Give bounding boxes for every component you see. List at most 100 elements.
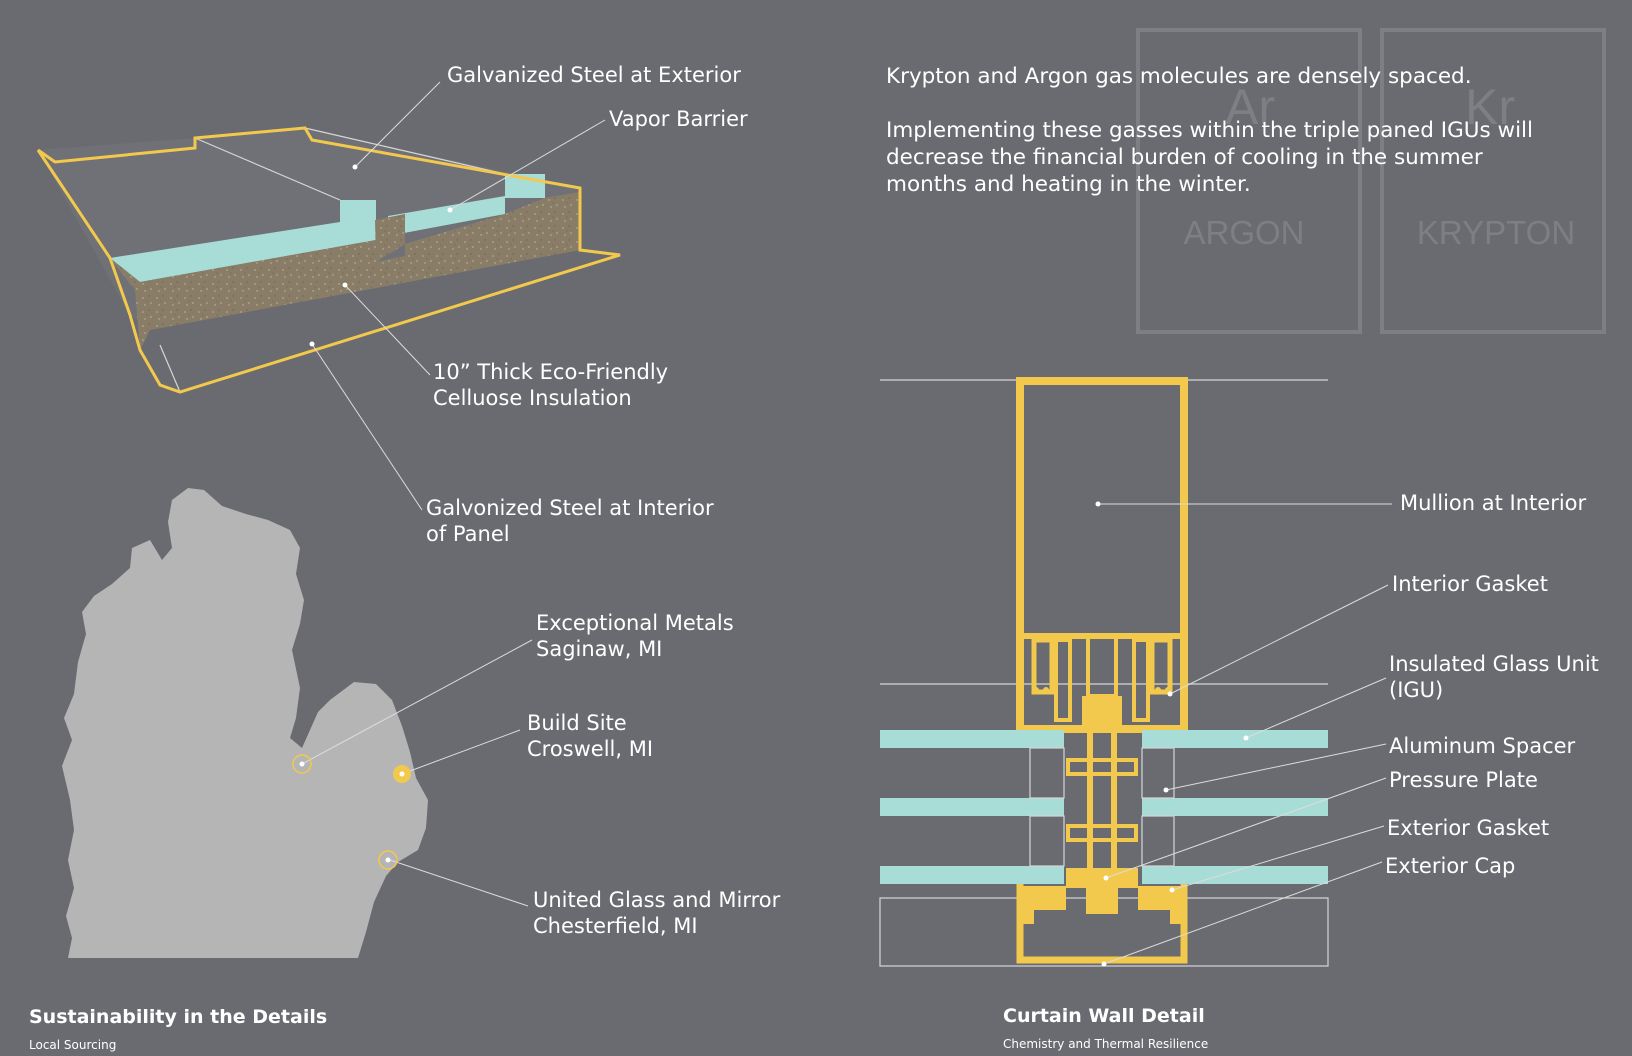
igu-pane-left-3	[880, 866, 1064, 884]
label-pressure-plate: Pressure Plate	[1389, 768, 1538, 792]
label-build-2: Croswell, MI	[527, 737, 653, 761]
point-igu	[1243, 735, 1249, 741]
wall-panel-diagram	[36, 126, 621, 394]
exterior-gasket-left	[1018, 886, 1066, 924]
leader-saginaw	[301, 639, 533, 765]
vapor-barrier-block	[340, 200, 376, 222]
caption-right-subtitle: Chemistry and Thermal Resilience	[1003, 1037, 1208, 1051]
leader-chesterfield	[389, 859, 529, 907]
label-glass-2: Chesterfield, MI	[533, 914, 698, 938]
stem-head	[1082, 696, 1122, 726]
gasket-bead	[1033, 687, 1039, 693]
michigan-map	[62, 488, 428, 958]
interior-gasket-left	[1031, 637, 1055, 695]
point-mullion	[1095, 501, 1101, 507]
aluminum-spacer-left-1	[1029, 747, 1065, 799]
label-interior-gasket: Interior Gasket	[1392, 572, 1548, 596]
label-exterior-gasket: Exterior Gasket	[1387, 816, 1549, 840]
gas-text-line3: decrease the financial burden of cooling…	[886, 145, 1483, 170]
leader-interior-gasket	[1169, 584, 1389, 695]
point-interior-gasket	[1167, 691, 1173, 697]
argon-name: ARGON	[1183, 214, 1304, 251]
vapor-barrier-strip-right	[388, 196, 505, 236]
point-insulation	[342, 282, 348, 288]
aluminum-spacer-right-2	[1141, 815, 1175, 867]
gasket-bead	[1043, 687, 1049, 693]
pressure-plate	[1066, 868, 1138, 888]
mullion-rib-left	[1054, 638, 1072, 722]
leader-insulation	[344, 284, 431, 376]
marker-chesterfield	[378, 850, 398, 870]
aluminum-spacer-left-2	[1029, 815, 1065, 867]
cap-clip	[1086, 888, 1118, 914]
panel-outline	[36, 126, 621, 394]
label-spacer: Aluminum Spacer	[1389, 734, 1576, 758]
gas-text-line2: Implementing these gasses within the tri…	[886, 118, 1533, 143]
point-saginaw	[299, 761, 305, 767]
point-exterior-cap	[1101, 961, 1107, 967]
label-metals-2: Saginaw, MI	[536, 637, 662, 661]
leader-pressure-plate	[1105, 777, 1387, 879]
stem-crossbar-1	[1066, 758, 1138, 776]
label-metals-1: Exceptional Metals	[536, 611, 734, 635]
stem	[1087, 723, 1117, 879]
krypton-symbol: Kr	[1465, 79, 1515, 135]
panel-seam-2	[304, 127, 506, 175]
gas-cards: Ar ARGON Kr KRYPTON	[1136, 28, 1606, 334]
gas-text-line4: months and heating in the winter.	[886, 172, 1251, 197]
label-galv-exterior: Galvanized Steel at Exterior	[447, 63, 741, 87]
gasket-bead	[1155, 687, 1161, 693]
argon-symbol: Ar	[1225, 79, 1275, 135]
label-igu-2: (IGU)	[1389, 678, 1443, 702]
label-build-1: Build Site	[527, 711, 627, 735]
leader-galv-exterior	[354, 81, 441, 168]
igu-pane-left-2	[880, 798, 1064, 816]
leader-exterior-cap	[1103, 861, 1383, 965]
leader-croswell	[401, 729, 521, 775]
panel-seam-1	[194, 137, 341, 201]
label-vapor-barrier: Vapor Barrier	[609, 107, 748, 131]
point-vapor-barrier	[447, 207, 453, 213]
curtain-leaders	[1095, 501, 1392, 967]
interior-gasket-right	[1149, 637, 1173, 695]
map-leaders	[292, 639, 533, 907]
label-glass-1: United Glass and Mirror	[533, 888, 781, 912]
label-mullion: Mullion at Interior	[1400, 491, 1587, 515]
point-croswell	[399, 771, 405, 777]
argon-card	[1136, 28, 1362, 334]
point-exterior-gasket	[1169, 887, 1175, 893]
point-galv-interior	[309, 341, 315, 347]
vapor-barrier-strip	[110, 222, 376, 282]
marker-saginaw	[292, 754, 312, 774]
insulation-notch	[375, 214, 405, 262]
leader-galv-interior	[311, 343, 423, 511]
leader-exterior-gasket	[1171, 825, 1385, 891]
caption-right-title: Curtain Wall Detail	[1003, 1005, 1205, 1027]
aluminum-spacer-right-1	[1141, 747, 1175, 799]
krypton-card	[1380, 28, 1606, 334]
leader-igu	[1245, 677, 1387, 739]
igu-pane-right-3	[1142, 866, 1328, 884]
label-igu-1: Insulated Glass Unit	[1389, 652, 1599, 676]
stem-crossbar-2	[1066, 824, 1138, 842]
gasket-bead	[1165, 687, 1171, 693]
point-spacer	[1163, 787, 1169, 793]
leader-vapor-barrier	[449, 119, 606, 211]
mullion-rib-right	[1132, 638, 1150, 722]
point-chesterfield	[385, 857, 391, 863]
panel-leaders	[309, 81, 606, 511]
mullion-box	[1016, 377, 1188, 733]
exterior-gasket-right	[1138, 886, 1186, 924]
label-galv-interior-2: of Panel	[426, 522, 510, 546]
point-pressure-plate	[1103, 875, 1109, 881]
caption-left-title: Sustainability in the Details	[29, 1006, 327, 1028]
igu-pane-right-2	[1142, 798, 1328, 816]
leader-spacer	[1165, 743, 1387, 791]
insulation-body	[110, 192, 580, 350]
label-insulation-2: Celluose Insulation	[433, 386, 632, 410]
label-galv-interior-1: Galvonized Steel at Interior	[426, 496, 714, 520]
label-insulation-1: 10” Thick Eco-Friendly	[433, 360, 668, 384]
igu-pane-left-1	[880, 730, 1064, 748]
mullion-core	[1086, 634, 1118, 698]
